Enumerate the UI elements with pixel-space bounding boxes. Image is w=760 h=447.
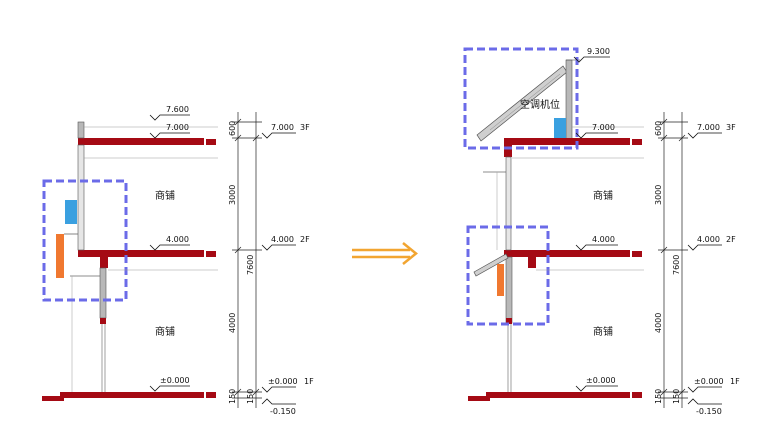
left-slab-1f-end: [206, 392, 216, 398]
left-axis-1f-floor: 1F: [304, 377, 314, 386]
left-beam-2f: [100, 250, 108, 268]
right-sloped-canopy: [473, 253, 509, 277]
left-highlight-box: [42, 179, 128, 302]
right-ac-unit: [554, 118, 566, 140]
left-axis-1f-elev: ±0.000: [268, 377, 298, 386]
right-slab-3f-drop: [504, 145, 512, 157]
right-axis-3f-floor: 3F: [726, 123, 736, 132]
left-level-roof: 7.600: [149, 105, 190, 121]
right-ac-label: 空调机位: [520, 98, 560, 111]
right-axis-ground-label: -0.150: [696, 407, 722, 416]
right-dimension-lines: [658, 112, 688, 408]
left-axis-2f-elev: 4.000: [271, 235, 294, 244]
left-axis-ground-label: -0.150: [270, 407, 296, 416]
left-orange-panel: [56, 234, 64, 278]
right-axis-1f-elev: ±0.000: [694, 377, 724, 386]
left-wall-3f: [77, 144, 85, 251]
right-axis-2f-floor: 2F: [726, 235, 736, 244]
right-level-roof-label: 9.300: [587, 47, 610, 56]
right-level-1f: ±0.000: [575, 376, 618, 392]
left-ac-unit: [65, 200, 77, 224]
right-section: 空调机位 9.300: [463, 47, 740, 416]
left-parapet: [77, 121, 85, 139]
left-axis-3f: 7.000 3F: [261, 123, 310, 139]
left-axis-2f: 4.000 2F: [261, 235, 310, 251]
left-room-lower: 商铺: [155, 325, 175, 338]
left-slab-2f-end: [206, 251, 216, 257]
right-dim-600: 600: [654, 121, 663, 136]
left-wall-2f-upper: [99, 267, 107, 319]
right-wall-2f: [505, 256, 513, 324]
right-slab-3f-end: [632, 139, 642, 145]
right-dim-4000: 4000: [654, 313, 663, 333]
left-dim-150-a: 150: [228, 389, 237, 404]
right-axis-2f-elev: 4.000: [697, 235, 720, 244]
right-beam-2f: [528, 250, 536, 268]
right-dim-3000: 3000: [654, 185, 663, 205]
right-highlight-box-bottom: [466, 225, 550, 326]
right-level-3f-label: 7.000: [592, 123, 615, 132]
left-dim-3000: 3000: [228, 185, 237, 205]
right-slab-1f-step: [468, 396, 490, 401]
right-slab-1f: [486, 392, 630, 398]
right-axis-1f-floor: 1F: [730, 377, 740, 386]
left-level-2f: 4.000: [149, 235, 190, 251]
right-slab-2f: [504, 250, 630, 257]
left-axis-3f-elev: 7.000: [271, 123, 294, 132]
right-slab-2f-end: [632, 251, 642, 257]
left-dim-600: 600: [228, 121, 237, 136]
transform-arrow: [352, 242, 418, 265]
left-slab-2f: [78, 250, 204, 257]
right-level-1f-label: ±0.000: [586, 376, 616, 385]
left-slab-3f: [78, 138, 204, 145]
right-orange-panel: [497, 264, 504, 296]
right-axis-3f: 7.000 3F: [687, 123, 736, 139]
left-slab-3f-end: [206, 139, 216, 145]
right-axis-1f: ±0.000 1F: [687, 377, 740, 393]
right-roof-rib: [489, 73, 561, 131]
right-wall-3f: [505, 156, 512, 251]
right-level-2f: 4.000: [575, 235, 618, 251]
left-level-2f-label: 4.000: [166, 235, 189, 244]
right-room-lower: 商铺: [593, 325, 613, 338]
left-dim-7600: 7600: [246, 255, 255, 275]
right-dim-150-a: 150: [654, 389, 663, 404]
right-axis-3f-elev: 7.000: [697, 123, 720, 132]
left-axis-3f-floor: 3F: [300, 123, 310, 132]
left-dim-4000: 4000: [228, 313, 237, 333]
left-axis-2f-floor: 2F: [300, 235, 310, 244]
left-dimension-lines: [232, 112, 262, 408]
left-red-stub: [100, 318, 106, 324]
left-section: 7.600 7.000 4.000 ±0.000 商铺 商铺: [42, 105, 314, 416]
left-room-upper: 商铺: [155, 189, 175, 202]
left-axis-ground: -0.150: [261, 398, 296, 416]
left-level-1f-label: ±0.000: [160, 376, 190, 385]
left-slab-1f: [60, 392, 204, 398]
right-red-stub: [506, 318, 512, 324]
right-level-2f-label: 4.000: [592, 235, 615, 244]
right-level-3f: 7.000: [575, 123, 618, 139]
right-axis-2f: 4.000 2F: [687, 235, 736, 251]
right-dim-150-b: 150: [672, 389, 681, 404]
left-level-3f-label: 7.000: [166, 123, 189, 132]
left-dim-150-b: 150: [246, 389, 255, 404]
right-axis-ground: -0.150: [687, 398, 722, 416]
left-slab-1f-step: [42, 396, 64, 401]
left-level-3f: 7.000: [149, 123, 190, 139]
right-slab-3f: [504, 138, 630, 145]
left-level-roof-label: 7.600: [166, 105, 189, 114]
left-level-1f: ±0.000: [149, 376, 190, 392]
right-dim-7600: 7600: [672, 255, 681, 275]
right-level-roof: 9.300: [573, 47, 610, 63]
left-axis-1f: ±0.000 1F: [261, 377, 314, 393]
right-slab-1f-end: [632, 392, 642, 398]
right-roof-post: [565, 59, 573, 143]
right-room-upper: 商铺: [593, 189, 613, 202]
right-highlight-box-top: [463, 47, 579, 150]
